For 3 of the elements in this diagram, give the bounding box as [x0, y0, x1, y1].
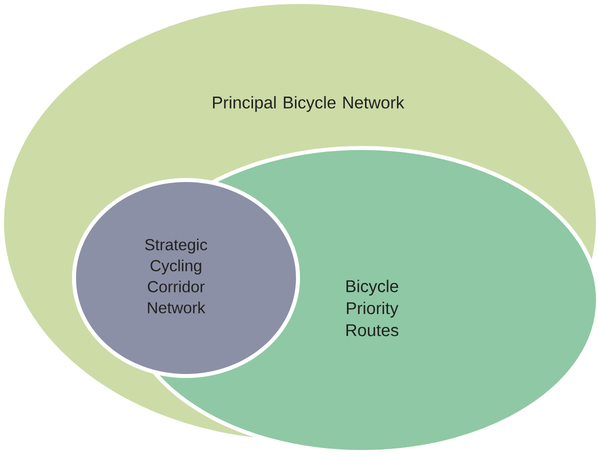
ellipse-label: Bicycle Priority Routes — [346, 280, 398, 336]
ellipse-label: Strategic Cycling Corridor Network — [145, 238, 208, 314]
ellipse-label: Principal Bicycle Network — [213, 96, 404, 112]
